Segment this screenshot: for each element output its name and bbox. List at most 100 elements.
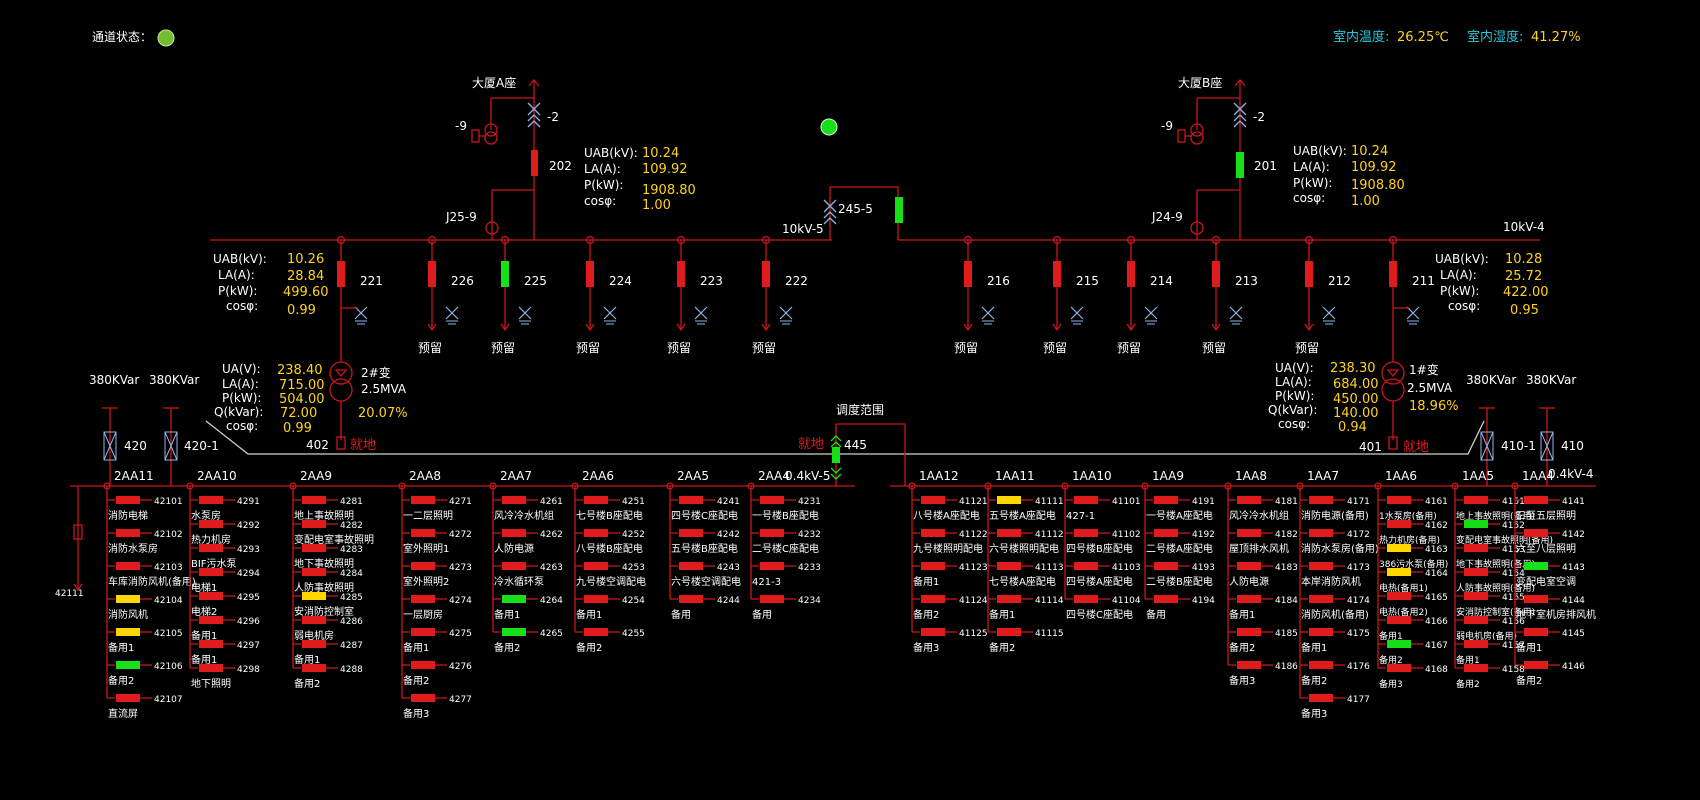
channel-status-indicator[interactable] <box>157 29 175 47</box>
breaker-41121[interactable] <box>921 496 945 504</box>
breaker-4271[interactable] <box>411 496 435 504</box>
breaker-4175[interactable] <box>1309 628 1333 636</box>
breaker-4284[interactable] <box>302 568 326 576</box>
breaker-4145[interactable] <box>1524 628 1548 636</box>
breaker-4186[interactable] <box>1237 661 1261 669</box>
breaker-4265[interactable] <box>502 628 526 636</box>
breaker-4234[interactable] <box>760 595 784 603</box>
breaker-4172[interactable] <box>1309 529 1333 537</box>
breaker-42106[interactable] <box>116 661 140 669</box>
breaker-4152[interactable] <box>1464 520 1488 528</box>
breaker-4243[interactable] <box>679 562 703 570</box>
breaker-4144[interactable] <box>1524 595 1548 603</box>
breaker-4185[interactable] <box>1237 628 1261 636</box>
breaker-4182[interactable] <box>1237 529 1261 537</box>
breaker-41103[interactable] <box>1074 562 1098 570</box>
breaker-4282[interactable] <box>302 520 326 528</box>
breaker-4264[interactable] <box>502 595 526 603</box>
breaker-4143[interactable] <box>1524 562 1548 570</box>
breaker-4294[interactable] <box>199 568 223 576</box>
breaker-221[interactable] <box>337 261 345 287</box>
breaker-4274[interactable] <box>411 595 435 603</box>
breaker-41111[interactable] <box>997 496 1021 504</box>
bus-tie-disconnect-icon[interactable] <box>823 199 837 225</box>
breaker-42107[interactable] <box>116 694 140 702</box>
breaker-4241[interactable] <box>679 496 703 504</box>
breaker-41123[interactable] <box>921 562 945 570</box>
breaker-4158[interactable] <box>1464 664 1488 672</box>
disconnect-a-icon[interactable] <box>527 102 541 128</box>
breaker-4286[interactable] <box>302 616 326 624</box>
breaker-4255[interactable] <box>584 628 608 636</box>
breaker-4292[interactable] <box>199 520 223 528</box>
breaker-4173[interactable] <box>1309 562 1333 570</box>
breaker-212[interactable] <box>1305 261 1313 287</box>
breaker-4295[interactable] <box>199 592 223 600</box>
breaker-201[interactable] <box>1236 152 1244 178</box>
breaker-4157[interactable] <box>1464 640 1488 648</box>
breaker-4146[interactable] <box>1524 661 1548 669</box>
breaker-41124[interactable] <box>921 595 945 603</box>
breaker-226[interactable] <box>428 261 436 287</box>
breaker-202[interactable] <box>531 150 538 176</box>
breaker-4298[interactable] <box>199 664 223 672</box>
breaker-4142[interactable] <box>1524 529 1548 537</box>
breaker-225[interactable] <box>501 261 509 287</box>
breaker-4183[interactable] <box>1237 562 1261 570</box>
breaker-4184[interactable] <box>1237 595 1261 603</box>
capacitor-420[interactable]: 380KVar 420 <box>89 373 147 486</box>
breaker-41115[interactable] <box>997 628 1021 636</box>
capacitor-420-1[interactable]: 380KVar 420-1 <box>149 373 219 486</box>
